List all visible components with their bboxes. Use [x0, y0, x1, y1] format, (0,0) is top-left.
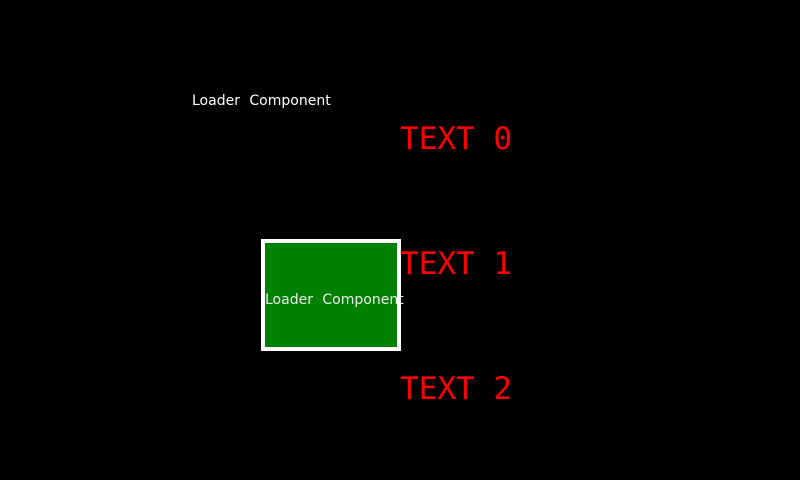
- loader-box-label: Loader Component: [265, 292, 404, 308]
- text-item-red-2: TEXT 2: [400, 370, 512, 407]
- loader-component-box: Loader Component: [261, 239, 404, 351]
- text-item-red-1: TEXT 1: [400, 245, 512, 282]
- text-list: TEXT 0 TEXT 1 TEXT 2 TEXT 3 TEXT 4 TEXT …: [400, 36, 512, 480]
- text-item-red-0: TEXT 0: [400, 121, 512, 158]
- loader-component-label: Loader Component: [192, 93, 331, 109]
